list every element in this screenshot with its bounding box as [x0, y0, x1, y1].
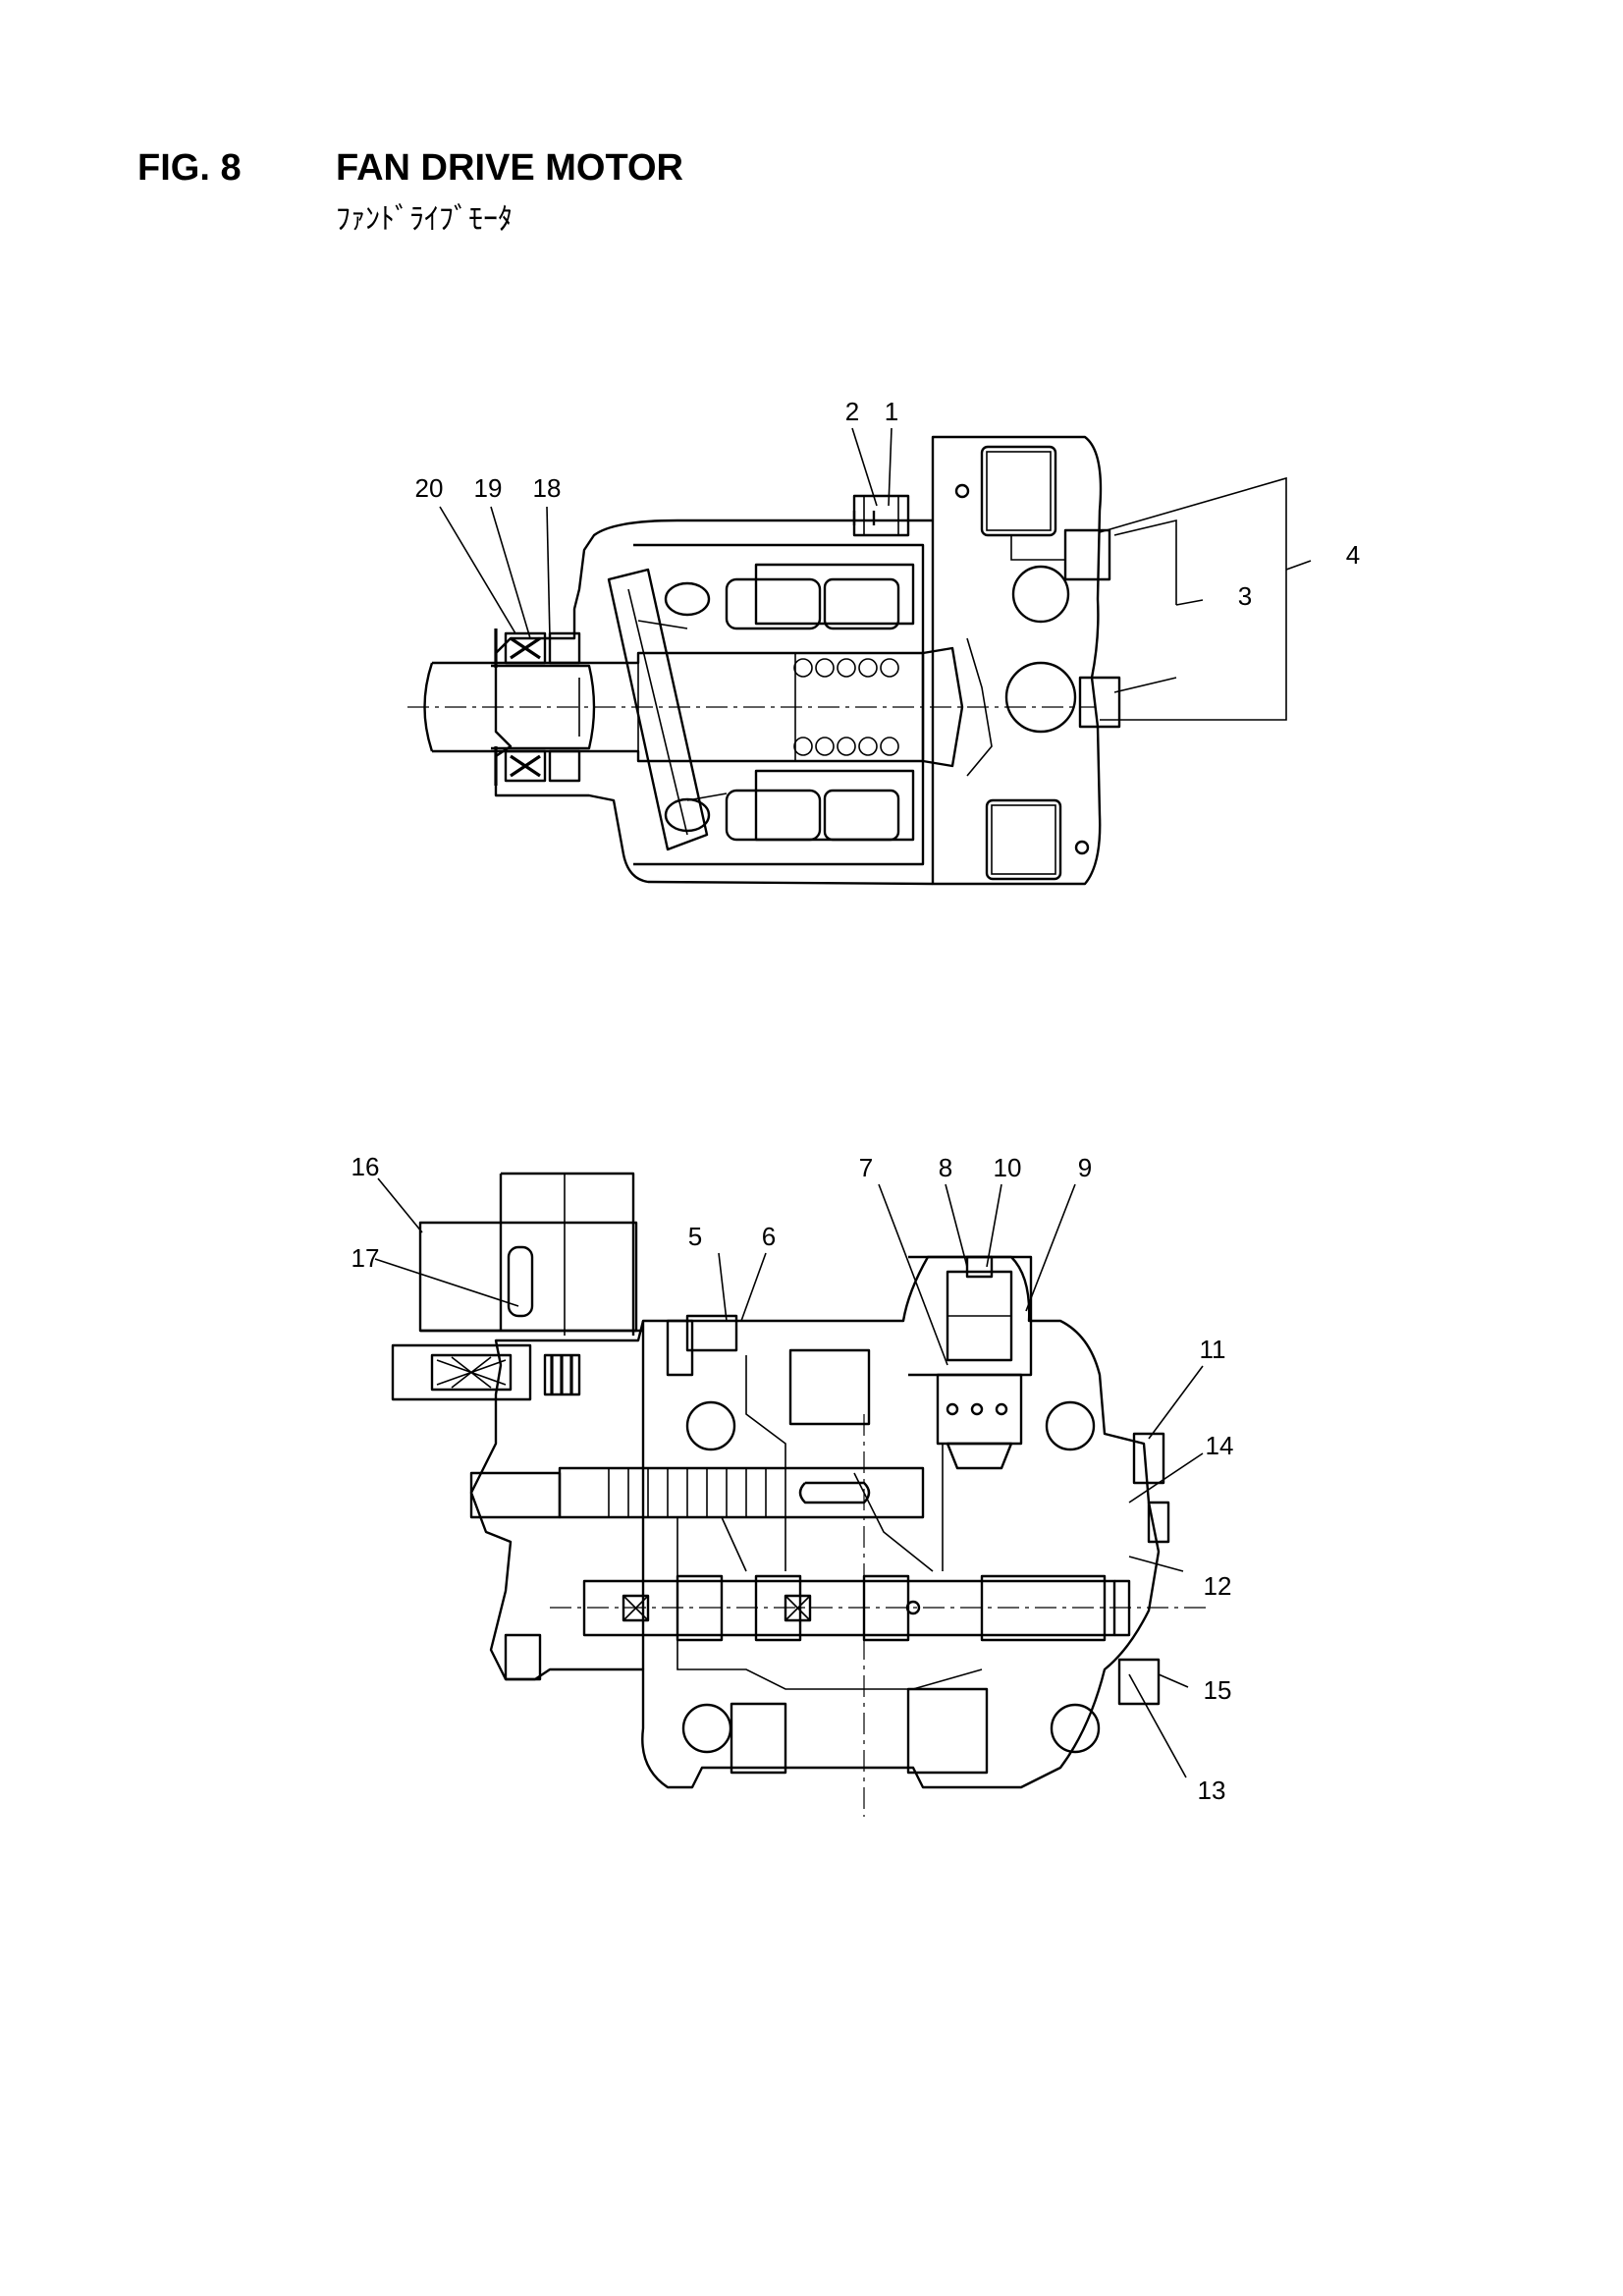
callout-17: 17	[352, 1243, 380, 1273]
callout-8: 8	[939, 1153, 952, 1182]
callout-3: 3	[1238, 581, 1252, 611]
callout-5: 5	[688, 1222, 702, 1251]
figure-subtitle: ﾌｧﾝﾄﾞﾗｲﾌﾞﾓｰﾀ	[336, 202, 513, 237]
callout-2: 2	[845, 397, 859, 426]
callout-12: 12	[1204, 1571, 1232, 1601]
callout-19: 19	[474, 473, 503, 503]
callout-1: 1	[885, 397, 898, 426]
callout-14: 14	[1206, 1431, 1234, 1460]
valve-section-view	[391, 1172, 1208, 1817]
callout-4: 4	[1346, 540, 1360, 570]
callout-16: 16	[352, 1152, 380, 1181]
callout-11: 11	[1200, 1335, 1226, 1364]
callout-6: 6	[762, 1222, 776, 1251]
callout-15: 15	[1204, 1675, 1232, 1705]
figure-title: FAN DRIVE MOTOR	[336, 147, 683, 189]
callout-13: 13	[1198, 1776, 1226, 1805]
callout-leaders	[374, 427, 1312, 1778]
callout-9: 9	[1078, 1153, 1092, 1182]
motor-section-view	[407, 435, 1121, 886]
callout-7: 7	[859, 1153, 873, 1182]
callout-18: 18	[533, 473, 562, 503]
callout-numbers: 1 2 3 4 5 6 7 8 9 10 11 12 13 14 15 16 1…	[352, 397, 1361, 1805]
callout-20: 20	[415, 473, 444, 503]
figure-number: FIG. 8	[137, 147, 242, 189]
callout-10: 10	[994, 1153, 1022, 1182]
